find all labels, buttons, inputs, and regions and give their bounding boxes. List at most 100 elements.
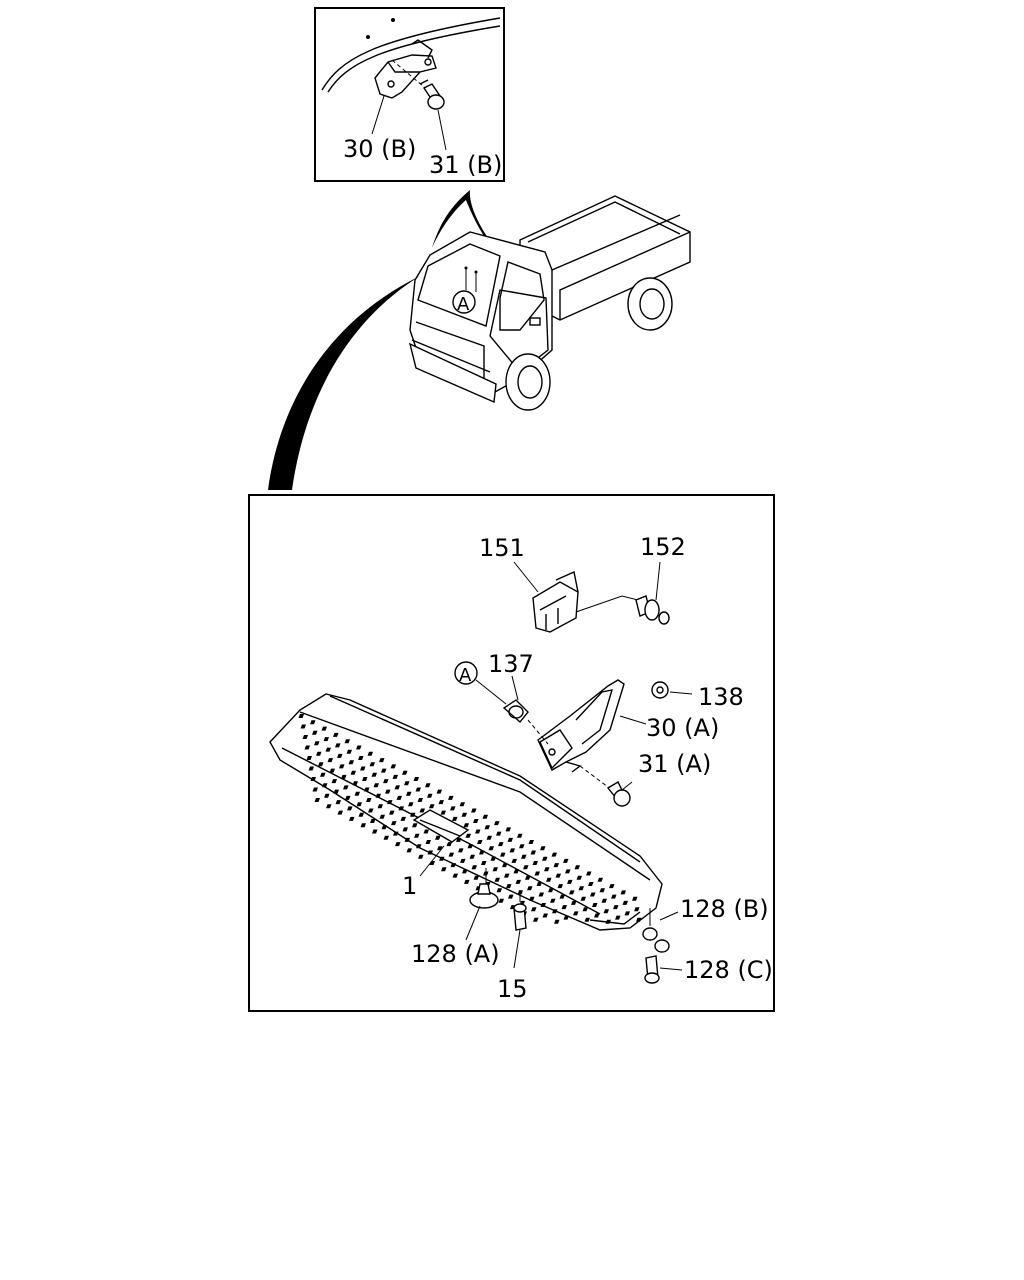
panel-perforation xyxy=(429,804,435,809)
panel-perforation xyxy=(599,888,605,893)
panel-perforation xyxy=(298,714,304,718)
clip-15-shape xyxy=(513,903,527,931)
panel-perforation xyxy=(521,854,527,859)
panel-perforation xyxy=(335,800,341,805)
panel-perforation xyxy=(391,821,397,826)
panel-perforation xyxy=(373,783,379,788)
trim-panel-1-shape xyxy=(269,693,663,931)
panel-perforation xyxy=(542,913,549,918)
panel-perforation xyxy=(536,882,543,886)
panel-perforation xyxy=(395,842,401,847)
panel-perforation xyxy=(358,756,364,760)
panel-perforation xyxy=(318,762,324,767)
panel-perforation xyxy=(532,861,539,865)
washer-128b-shape xyxy=(642,927,670,953)
panel-perforation xyxy=(400,816,406,821)
label-30b: 30 (B) xyxy=(343,135,416,163)
bolt-31a-shape xyxy=(606,781,631,807)
panel-perforation xyxy=(367,751,373,756)
label-151: 151 xyxy=(479,534,525,562)
panel-perforation xyxy=(540,903,546,907)
panel-perforation xyxy=(314,741,320,746)
panel-perforation xyxy=(337,810,343,815)
panel-perforation xyxy=(366,798,372,802)
panel-perforation xyxy=(494,821,500,826)
detail-a-pointer xyxy=(268,276,420,490)
panel-perforation xyxy=(343,785,349,790)
panel-perforation xyxy=(482,814,488,819)
panel-perforation xyxy=(456,837,462,842)
panel-perforation xyxy=(323,737,329,742)
panel-perforation xyxy=(458,848,464,853)
panel-perforation xyxy=(441,867,447,872)
panel-perforation xyxy=(498,898,504,903)
panel-perforation xyxy=(383,835,389,840)
panel-perforation xyxy=(530,850,536,855)
panel-perforation xyxy=(379,814,385,819)
panel-perforation xyxy=(463,823,469,828)
label-15: 15 xyxy=(497,975,528,1003)
panel-perforation xyxy=(390,764,396,769)
panel-perforation xyxy=(427,793,433,798)
panel-perforation xyxy=(314,798,320,802)
panel-perforation xyxy=(341,774,347,779)
panel-perforation xyxy=(498,842,504,847)
panel-perforation xyxy=(438,800,444,805)
panel-perforation xyxy=(352,781,358,786)
panel-perforation xyxy=(546,877,552,882)
panel-perforation xyxy=(636,917,642,922)
panel-perforation xyxy=(417,798,423,802)
panel-perforation xyxy=(603,909,609,914)
panel-perforation xyxy=(418,854,424,859)
panel-perforation xyxy=(425,783,431,788)
panel-perforation xyxy=(370,819,376,823)
label-137: 137 xyxy=(488,650,534,678)
panel-perforation xyxy=(389,810,395,815)
panel-perforation xyxy=(339,764,345,769)
panel-perforation xyxy=(350,770,356,775)
panel-perforation xyxy=(450,806,456,811)
panel-perforation xyxy=(327,758,333,763)
panel-perforation xyxy=(580,896,587,901)
panel-perforation xyxy=(555,873,561,878)
panel-perforation xyxy=(385,789,391,794)
panel-perforation xyxy=(423,829,429,834)
panel-perforation xyxy=(402,827,408,832)
panel-perforation xyxy=(450,863,456,868)
panel-perforation xyxy=(448,795,454,800)
panel-perforation xyxy=(502,863,508,868)
panel-perforation xyxy=(548,888,554,893)
panel-perforation xyxy=(506,884,512,889)
panel-perforation xyxy=(345,795,351,800)
panel-perforation xyxy=(410,812,416,817)
panel-perforation xyxy=(346,749,352,754)
panel-perforation xyxy=(622,900,628,905)
panel-perforation xyxy=(362,777,368,781)
panel-perforation xyxy=(337,753,343,758)
truck-reference-marker: A xyxy=(457,294,470,315)
panel-perforation xyxy=(331,779,337,784)
panel-perforation xyxy=(333,789,339,794)
panel-perforation xyxy=(569,890,575,895)
panel-perforation xyxy=(404,837,410,842)
panel-perforation xyxy=(559,894,565,899)
panel-perforation xyxy=(500,852,506,857)
panel-perforation xyxy=(435,835,441,840)
panel-perforation xyxy=(321,726,327,731)
panel-perforation xyxy=(439,856,445,861)
panel-perforation xyxy=(333,732,339,737)
panel-perforation xyxy=(517,833,523,838)
panel-perforation xyxy=(531,907,537,912)
panel-perforation xyxy=(300,724,306,729)
panel-perforation xyxy=(496,831,502,836)
panel-perforation xyxy=(320,772,326,777)
panel-perforation xyxy=(553,863,560,868)
detail-a-reference-circle xyxy=(454,661,478,685)
panel-perforation xyxy=(486,835,492,840)
bracket-30b-shape xyxy=(374,39,437,99)
panel-perforation xyxy=(354,791,360,796)
label-138: 138 xyxy=(698,683,744,711)
panel-perforation xyxy=(312,730,318,735)
panel-perforation xyxy=(381,825,387,830)
bracket-30a-shape xyxy=(537,679,625,773)
